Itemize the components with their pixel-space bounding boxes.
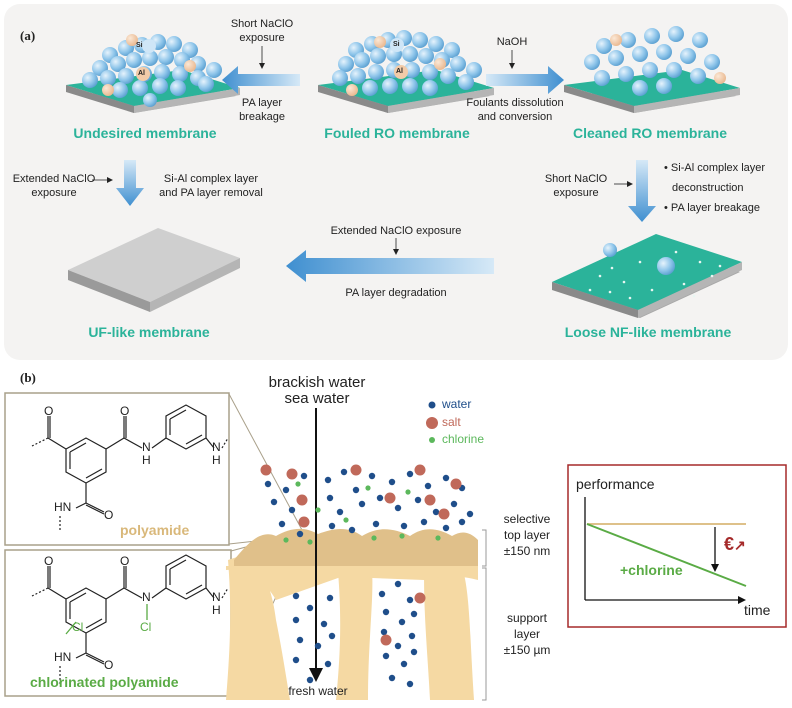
- atom-o-1: O: [44, 404, 54, 418]
- si-label-fouled: Si: [393, 41, 400, 48]
- flow-arrow-head: [309, 668, 323, 682]
- legend-salt-label: salt: [442, 415, 461, 429]
- legend-water-dot: [428, 401, 436, 409]
- cleaned-membrane-tile: [564, 26, 740, 113]
- atom-n-3: N: [142, 590, 151, 604]
- naoh-label: NaOH: [496, 36, 528, 48]
- water-molecules: [264, 468, 474, 688]
- atom-cl-1: Cl: [140, 620, 152, 634]
- atom-n-2: N: [212, 440, 221, 454]
- nf-membrane-label: Loose NF-like membrane: [564, 324, 732, 340]
- polyamide-box: [4, 392, 230, 546]
- pa-degradation-label: PA layer degradation: [345, 287, 447, 299]
- atom-n-1: N: [142, 440, 151, 454]
- uf-membrane-label: UF-like membrane: [88, 324, 210, 340]
- nf-membrane-tile: [552, 234, 742, 318]
- chlorine-line-label: +chlorine: [620, 562, 683, 578]
- al-label: Al: [138, 70, 145, 77]
- fresh-water-label: fresh water: [288, 684, 348, 698]
- atom-h-1: H: [142, 453, 151, 467]
- chlorinated-polyamide-label: chlorinated polyamide: [30, 674, 179, 690]
- atom-o-4: O: [44, 554, 54, 568]
- chlorine-ions: [283, 481, 441, 545]
- graph-ylabel: performance: [576, 476, 655, 492]
- polyamide-structure: [31, 404, 229, 532]
- atom-h-2: H: [212, 453, 221, 467]
- bullet-list: • Si-Al complex layer deconstruction • P…: [664, 162, 766, 214]
- process-arrows: [92, 46, 656, 282]
- atom-hn-2: HN: [54, 650, 72, 664]
- atom-h-3: H: [212, 603, 221, 617]
- atom-hn-1: HN: [54, 500, 72, 514]
- fouled-membrane-tile: [318, 30, 494, 113]
- salt-ions: [260, 464, 462, 646]
- panel-b-letter: (b): [20, 370, 36, 385]
- atom-o-3: O: [104, 508, 114, 522]
- si-label: Si: [136, 42, 143, 49]
- atom-o-5: O: [120, 554, 130, 568]
- panel-a-letter: (a): [20, 28, 36, 43]
- undesired-membrane-tile: [66, 34, 240, 113]
- undesired-membrane-label: Undesired membrane: [73, 125, 217, 141]
- atom-cl-2: Cl: [72, 620, 84, 634]
- performance-graph: [584, 497, 747, 604]
- cost-symbol: €↗: [724, 534, 746, 554]
- legend-water-label: water: [442, 397, 472, 411]
- cleaned-membrane-label: Cleaned RO membrane: [572, 125, 728, 141]
- graph-xlabel: time: [744, 602, 771, 618]
- atom-o-6: O: [104, 658, 114, 672]
- fouled-membrane-label: Fouled RO membrane: [324, 125, 470, 141]
- atom-n-4: N: [212, 590, 221, 604]
- atom-o-2: O: [120, 404, 130, 418]
- polyamide-label: polyamide: [120, 522, 190, 538]
- uf-membrane-tile: [68, 228, 240, 312]
- membrane-cross-section: [226, 528, 478, 700]
- legend-salt-dot: [426, 417, 438, 429]
- legend-chlorine-dot: [429, 437, 435, 443]
- layer-brackets: [482, 529, 487, 701]
- extended-naclo-exposure-label: Extended NaClO exposure: [330, 225, 462, 237]
- chlorinated-polyamide-structure: [31, 554, 229, 684]
- al-label-fouled: Al: [396, 68, 403, 75]
- legend-chlorine-label: chlorine: [442, 432, 485, 446]
